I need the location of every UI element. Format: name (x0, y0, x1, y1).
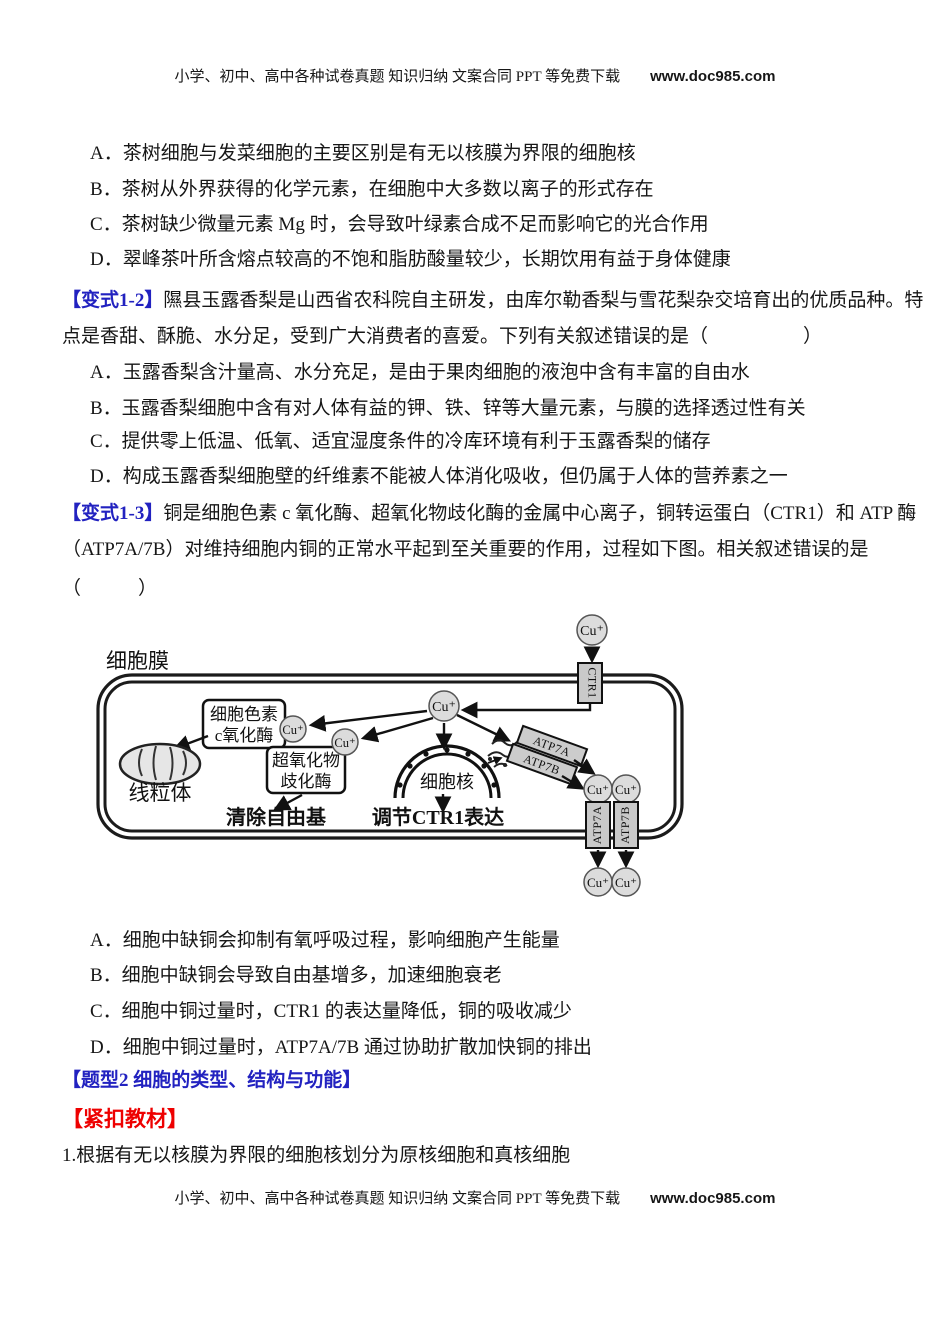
cu-ion-label: Cu⁺ (615, 782, 637, 797)
cu-ion-sod (331, 728, 359, 756)
var12-option-d: D．构成玉露香梨细胞壁的纤维素不能被人体消化吸收，但仍属于人体的营养素之一 (90, 466, 788, 487)
atp7a-channel (585, 801, 611, 849)
membrane-label: 细胞膜 (106, 649, 169, 673)
mitochondrion-cristae (138, 745, 187, 781)
sod-to-radicals-arrow (273, 793, 303, 811)
nucleus-label: 细胞核 (420, 772, 474, 792)
var13-option-b: B．细胞中缺铜会导致自由基增多，加速细胞衰老 (90, 965, 502, 986)
var12-tag: 【变式1-2】 (62, 290, 164, 311)
cu-ion-label: Cu⁺ (587, 875, 609, 890)
header-url[interactable]: www.doc985.com (650, 68, 776, 85)
regulate-ctr1-label: 调节CTR1表达 (372, 805, 504, 829)
textbook-point-1: 1.根据有无以核膜为界限的细胞核划分为原核细胞和真核细胞 (62, 1145, 571, 1166)
cu-ion-label: Cu⁺ (334, 736, 355, 750)
cell-membrane-outer (96, 673, 684, 840)
mitochondrion (118, 742, 202, 786)
footer-text: 小学、初中、高中各种试卷真题 知识归纳 文案合同 PPT 等免费下载 (174, 1191, 621, 1207)
var13-answer-blank: （ ） (62, 578, 158, 599)
cu-ion-extracellular-top (576, 614, 608, 646)
page-header: 小学、初中、高中各种试卷真题 知识归纳 文案合同 PPT 等免费下载 www.do… (0, 64, 950, 90)
cu-ion-label: Cu⁺ (580, 624, 604, 639)
clear-radicals-label: 清除自由基 (226, 805, 327, 829)
cu-ion-central (428, 690, 460, 722)
q1-option-b: B．茶树从外界获得的化学元素，在细胞中大多数以离子的形式存在 (90, 179, 654, 200)
atp7b-channel (613, 801, 639, 849)
var12-stem-line1: 【变式1-2】隰县玉露香梨是山西省农科院自主研发，由库尔勒香梨与雪花梨杂交培育出… (62, 288, 923, 314)
carrier-to-channel-arrow-2 (561, 773, 585, 790)
textbook-heading: 【紧扣教材】 (62, 1107, 188, 1131)
golgi-dot (488, 757, 492, 761)
ctr1-to-cu-arrow (460, 701, 592, 719)
topic2-heading: 【题型2 细胞的类型、结构与功能】 (62, 1070, 362, 1091)
sod-label-line2: 歧化酶 (281, 772, 332, 791)
page-footer: 小学、初中、高中各种试卷真题 知识归纳 文案合同 PPT 等免费下载 www.do… (0, 1186, 950, 1212)
var12-option-a: A．玉露香梨含汁量高、水分充足，是由于果肉细胞的液泡中含有丰富的自由水 (90, 362, 750, 383)
var12-stem-line2: 点是香甜、酥脆、水分足，受到广大消费者的喜爱。下列有关叙述错误的是（ ） (62, 326, 823, 347)
copper-transport-diagram: 细胞膜 CTR1 Cu⁺ Cu⁺ 细胞色素 c氧化酶 Cu⁺ 线粒体 超氧化物 (96, 614, 684, 897)
q1-option-c: C．茶树缺少微量元素 Mg 时，会导致叶绿素合成不足而影响它的光合作用 (90, 214, 709, 235)
cu-ion-label: Cu⁺ (282, 723, 303, 737)
var12-stem-text: 隰县玉露香梨是山西省农科院自主研发，由库尔勒香梨与雪花梨杂交培育出的优质品种。特 (163, 290, 924, 311)
var12-option-c: C．提供零上低温、低氧、适宜湿度条件的冷库环境有利于玉露香梨的储存 (90, 431, 711, 452)
cell-membrane-inner (103, 680, 677, 833)
cu-to-cytochrome-arrow (308, 709, 428, 732)
atp7a-channel-label: ATP7A (590, 806, 604, 845)
golgi-dot (503, 763, 507, 767)
q1-option-a: A．茶树细胞与发菜细胞的主要区别是有无以核膜为界限的细胞核 (90, 143, 636, 164)
atp7b-channel-label: ATP7B (618, 806, 632, 844)
var13-tag: 【变式1-3】 (62, 503, 164, 524)
cytochrome-label-line1: 细胞色素 (210, 705, 278, 724)
cu-ion-cytochrome (279, 715, 307, 743)
carrier-to-channel-arrow-1 (573, 758, 596, 775)
mitochondria-label: 线粒体 (129, 781, 192, 805)
footer-url[interactable]: www.doc985.com (650, 1190, 776, 1207)
var12-option-b: B．玉露香梨细胞中含有对人体有益的钾、铁、锌等大量元素，与膜的选择透过性有关 (90, 398, 806, 419)
cu-ion-label: Cu⁺ (615, 875, 637, 890)
cytochrome-label-line2: c氧化酶 (215, 726, 274, 745)
golgi-small-arrow (487, 756, 503, 765)
nucleus-outer-arc (393, 744, 501, 799)
var13-option-c: C．细胞中铜过量时，CTR1 的表达量降低，铜的吸收减少 (90, 1001, 572, 1022)
ctr1-channel-label: CTR1 (585, 667, 599, 698)
cu-ion-label: Cu⁺ (587, 782, 609, 797)
sod-label-line1: 超氧化物 (272, 751, 340, 770)
cu-ion-exported-b (611, 867, 641, 897)
var13-option-d: D．细胞中铜过量时，ATP7A/7B 通过协助扩散加快铜的排出 (90, 1037, 592, 1058)
var13-stem-line2: （ATP7A/7B）对维持细胞内铜的正常水平起到至关重要的作用，过程如下图。相关… (62, 539, 869, 560)
header-text: 小学、初中、高中各种试卷真题 知识归纳 文案合同 PPT 等免费下载 (174, 69, 621, 85)
nucleus-inner-arc (401, 752, 493, 799)
sod-box (265, 745, 347, 795)
cu-to-atp7-arrow (456, 713, 512, 742)
ctr1-channel (577, 662, 603, 704)
var13-stem-line1: 【变式1-3】铜是细胞色素 c 氧化酶、超氧化物歧化酶的金属中心离子，铜转运蛋白… (62, 501, 916, 527)
cu-to-sod-arrow (360, 716, 434, 743)
cu-ion-label: Cu⁺ (432, 700, 456, 715)
var13-stem-text: 铜是细胞色素 c 氧化酶、超氧化物歧化酶的金属中心离子，铜转运蛋白（CTR1）和… (163, 503, 917, 524)
nucleus-pores (397, 747, 497, 788)
q1-option-d: D．翠峰茶叶所含熔点较高的不饱和脂肪酸量较少，长期饮用有益于身体健康 (90, 249, 731, 270)
var13-option-a: A．细胞中缺铜会抑制有氧呼吸过程，影响细胞产生能量 (90, 930, 560, 951)
